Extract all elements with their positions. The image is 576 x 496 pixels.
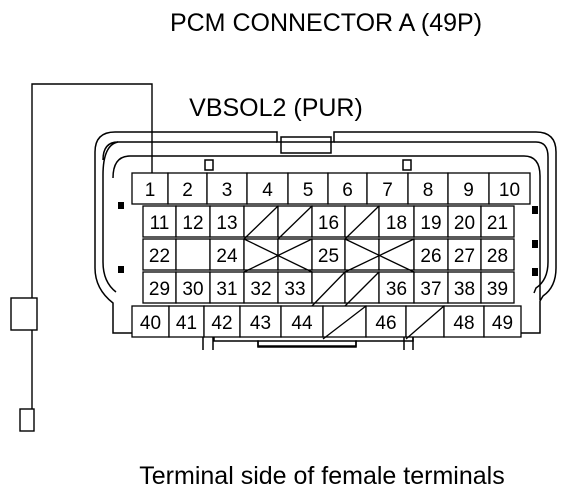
pin-number: 7 — [382, 180, 393, 201]
terminal-cell — [311, 205, 346, 238]
terminal-cell — [277, 271, 313, 304]
pin-number: 5 — [303, 180, 314, 201]
pin-number: 22 — [149, 246, 170, 267]
terminal-cell — [131, 172, 169, 205]
terminal-cell — [203, 305, 241, 338]
test-probe-lead — [10, 83, 153, 432]
pin-number: 30 — [182, 279, 203, 300]
pin-number: 28 — [487, 246, 508, 267]
pin-number: 33 — [284, 279, 305, 300]
pin-number: 20 — [454, 213, 475, 234]
pin-number: 4 — [262, 180, 273, 201]
pin-number: 44 — [291, 313, 313, 334]
terminal-cell — [366, 172, 409, 205]
blank-cell-mark — [344, 238, 415, 273]
blank-cell-mark — [277, 205, 313, 240]
terminal-cell — [480, 238, 515, 271]
blank-cell-mark — [344, 271, 380, 307]
blank-terminal-cell — [277, 238, 313, 271]
pin-number: 1 — [145, 180, 156, 201]
pin-number: 18 — [386, 213, 407, 234]
terminal-cell — [413, 271, 449, 304]
pin-number: 12 — [182, 213, 203, 234]
blank-terminal-cell — [378, 238, 415, 271]
pin-number: 8 — [423, 180, 434, 201]
terminal-cell — [413, 205, 449, 238]
blank-cell-mark — [311, 271, 346, 307]
pin-number: 27 — [454, 246, 475, 267]
pin-number: 31 — [216, 279, 237, 300]
pin-number: 49 — [492, 313, 513, 334]
terminal-cell — [480, 205, 515, 238]
blank-cell-mark — [243, 205, 279, 240]
terminal-cell — [365, 305, 407, 338]
blank-cell-mark — [243, 238, 313, 273]
pin-number: 9 — [463, 180, 474, 201]
diagram-title: PCM CONNECTOR A (49P) — [170, 9, 482, 37]
signal-label: VBSOL2 (PUR) — [189, 94, 363, 122]
terminal-cell — [443, 305, 485, 338]
blank-cell-mark — [322, 305, 367, 340]
terminal-cell — [480, 271, 515, 304]
terminal-cell — [413, 238, 449, 271]
pin-number: 16 — [318, 213, 339, 234]
pin-number: 24 — [216, 246, 238, 267]
pin-number: 39 — [487, 279, 508, 300]
pin-number: 42 — [211, 313, 232, 334]
blank-terminal-cell — [243, 238, 279, 271]
blank-terminal-cell — [344, 238, 380, 271]
pin-number: 40 — [140, 313, 161, 334]
terminal-cell — [483, 305, 522, 338]
pin-number: 46 — [375, 313, 396, 334]
pin-number: 2 — [182, 180, 193, 201]
pin-number: 6 — [342, 180, 353, 201]
pin-number: 26 — [420, 246, 441, 267]
terminal-cell — [378, 205, 415, 238]
pin-number: 11 — [150, 213, 170, 234]
terminal-cell — [407, 172, 449, 205]
terminal-cell — [142, 238, 177, 271]
terminal-cell — [447, 238, 482, 271]
terminal-cell — [239, 305, 282, 338]
caption: Terminal side of female terminals — [139, 462, 504, 490]
terminal-cell — [488, 172, 531, 205]
pin-number: 3 — [222, 180, 233, 201]
pin-number: 10 — [499, 180, 520, 201]
terminal-cell — [311, 238, 346, 271]
terminal-cell — [447, 172, 490, 205]
terminal-cell — [378, 271, 415, 304]
pin-number: 48 — [453, 313, 474, 334]
latch-tabs — [118, 202, 538, 276]
pin-number: 25 — [318, 246, 339, 267]
pin-number: 13 — [216, 213, 237, 234]
blank-cell-mark — [344, 205, 380, 240]
pin-number: 43 — [250, 313, 271, 334]
blank-terminal-cell — [175, 238, 211, 271]
pin-number: 36 — [386, 279, 407, 300]
terminal-cell — [131, 305, 170, 338]
terminal-cell — [168, 305, 205, 338]
pin-number: 37 — [420, 279, 441, 300]
pin-number: 19 — [420, 213, 441, 234]
pin-number: 32 — [250, 279, 271, 300]
terminal-cell — [206, 172, 248, 205]
pin-number: 38 — [454, 279, 475, 300]
pin-number: 29 — [149, 279, 170, 300]
pin-number: 21 — [487, 213, 508, 234]
pin-number: 41 — [176, 313, 197, 334]
blank-cell-mark — [405, 305, 445, 340]
